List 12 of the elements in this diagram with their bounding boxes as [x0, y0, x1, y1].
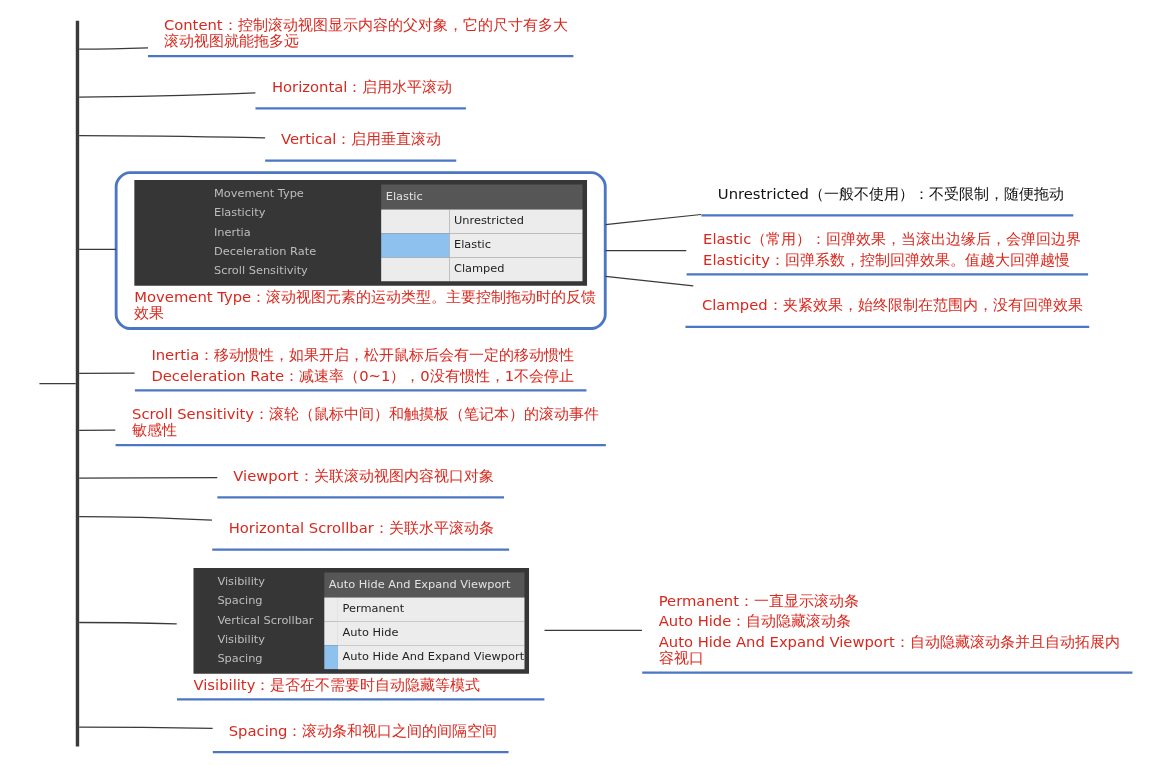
node-text: Horizontal：启用水平滚动: [271, 77, 453, 95]
node-text: Inertia：移动惯性，如果开启，松开鼠标后会有一定的移动惯性 Deceleration Rate：减速率（0~1），0没有惯性，1不会停止: [151, 346, 575, 384]
node-text: Spacing：滚动条和视口之间的间隔空间: [228, 721, 498, 739]
node-text: Clamped：夹紧效果，始终限制在范围内，没有回弹效果: [701, 296, 1083, 314]
node-text: Content：控制滚动视图显示内容的父对象，它的尺寸有多大滚动视图就能拖多远: [163, 16, 568, 50]
node-text: Vertical：启用垂直滚动: [281, 130, 442, 148]
node-text: Permanent：一直显示滚动条 Auto Hide：自动隐藏滚动条 Auto Hide And Expand Viewport：自动隐藏滚动条并且自动拓展内容视口: [658, 591, 1120, 666]
node-text: Unrestricted（一般不使用）：不受限制，随便拖动: [717, 184, 1064, 202]
node-text: Elastic（常用）：回弹效果，当滚出边缘后，会弹回边界 Elasticity：回弹系数，控制回弹效果。值越大回弹越慢: [703, 230, 1082, 268]
node-text: Viewport：关联滚动视图内容视口对象: [233, 466, 494, 484]
node-text: Scroll Sensitivity：滚轮（鼠标中间）和触摸板（笔记本）的滚动事件敏感性: [132, 405, 600, 439]
node-text: Horizontal Scrollbar：关联水平滚动条: [228, 519, 494, 537]
